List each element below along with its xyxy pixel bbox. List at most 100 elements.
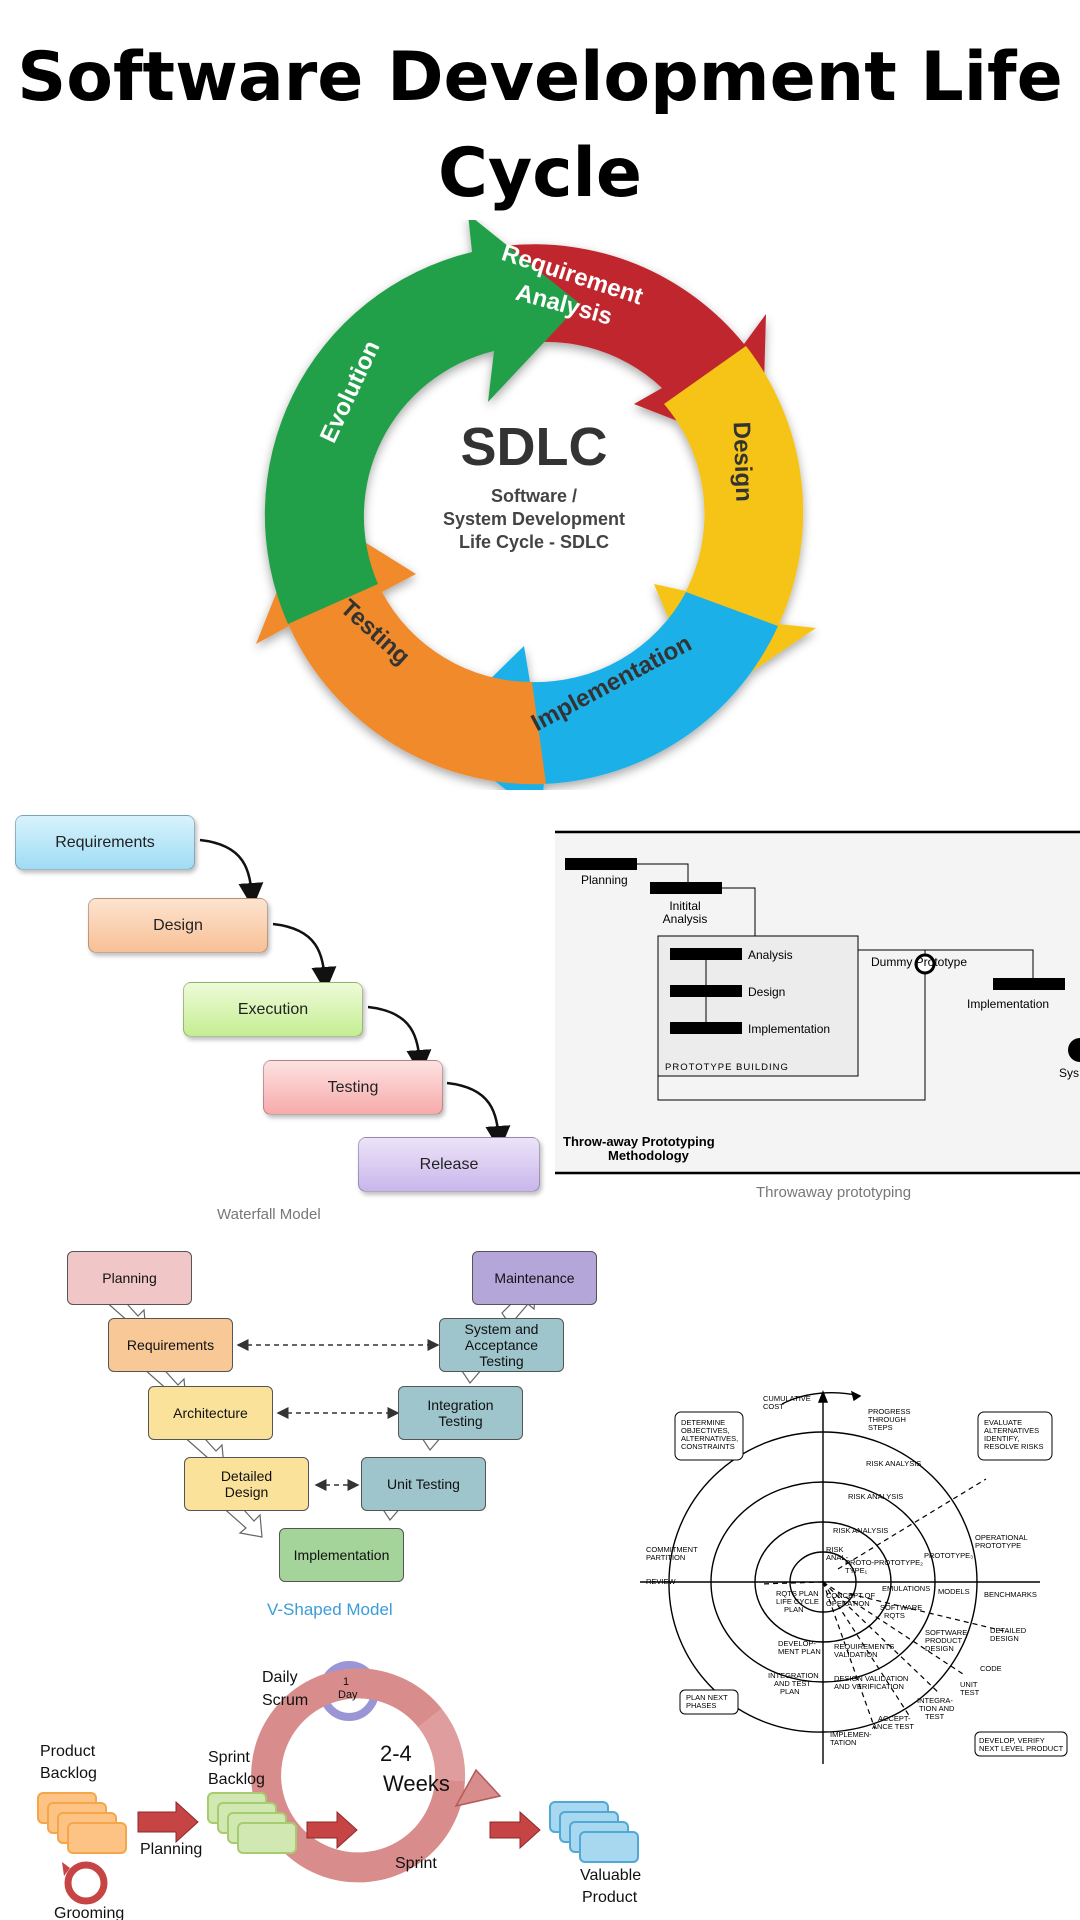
scrum-sprint: Sprint: [395, 1855, 437, 1872]
v-maintenance: Maintenance: [472, 1251, 597, 1305]
spiral-software-product-1: SOFTWARE: [925, 1628, 967, 1637]
scrum-valuable-2: Product: [582, 1889, 638, 1906]
waterfall-arrows: [199, 838, 511, 1151]
spiral-proto3: PROTOTYPE₃: [924, 1551, 973, 1560]
spiral-commitment-1: COMMITMENT: [646, 1545, 698, 1554]
spiral-commitment-2: PARTITION: [646, 1553, 685, 1562]
spiral-progress-2: THROUGH: [868, 1415, 906, 1424]
throwaway-initial-2: Analysis: [663, 912, 708, 926]
throwaway-analysis: Analysis: [748, 948, 793, 962]
spiral-unit-1: UNIT: [960, 1680, 978, 1689]
v-model-caption: V-Shaped Model: [267, 1600, 393, 1619]
spiral-dv-next-1: DEVELOP, VERIFY: [979, 1736, 1045, 1745]
throwaway-implementation: Implementation: [748, 1022, 830, 1036]
spiral-devplan-2: MENT PLAN: [778, 1647, 821, 1656]
spiral-devplan-1: DEVELOP-: [778, 1639, 816, 1648]
v-architecture: Architecture: [148, 1386, 273, 1440]
v-requirements: Requirements: [108, 1318, 233, 1372]
spiral-accept-1: ACCEPT-: [878, 1714, 911, 1723]
spiral-rqts-1: RQTS PLAN: [776, 1589, 819, 1598]
spiral-determine-4: CONSTRAINTS: [681, 1442, 735, 1451]
spiral-software-rqts-2: RQTS: [884, 1611, 905, 1620]
scrum-sprint-backlog-2: Backlog: [208, 1771, 265, 1788]
spiral-code: CODE: [980, 1664, 1002, 1673]
spiral-dv-1: DESIGN VALIDATION: [834, 1674, 908, 1683]
spiral-review: REVIEW: [646, 1577, 677, 1586]
throwaway-design: Design: [748, 985, 785, 999]
spiral-benchmarks: BENCHMARKS: [984, 1590, 1037, 1599]
page-title: Software Development Life Cycle: [17, 38, 1063, 213]
spiral-int-test-2: TION AND: [919, 1704, 955, 1713]
spiral-itp-3: PLAN: [780, 1687, 800, 1696]
throwaway-figure: Planning Initital Analysis Analysis Desi…: [555, 830, 1080, 1175]
spiral-risk-2: RISK ANALYSIS: [848, 1492, 903, 1501]
spiral-operational-1: OPERATIONAL: [975, 1533, 1028, 1542]
spiral-emulations: EMULATIONS: [882, 1584, 930, 1593]
spiral-operational-2: PROTOTYPE: [975, 1541, 1021, 1550]
spiral-progress-3: STEPS: [868, 1423, 893, 1432]
spiral-cumulative-2: COST: [763, 1402, 784, 1411]
scrum-daily-2: Scrum: [262, 1692, 309, 1709]
spiral-rqts-2: LIFE CYCLE: [776, 1597, 819, 1606]
scrum-sprint-backlog-1: Sprint: [208, 1749, 250, 1766]
spiral-evaluate-2: ALTERNATIVES: [984, 1426, 1039, 1435]
spiral-impl-1: IMPLEMEN-: [830, 1730, 872, 1739]
spiral-itp-1: INTEGRATION: [768, 1671, 819, 1680]
sdlc-segment-evolution: [264, 220, 580, 624]
spiral-detailed-1: DETAILED: [990, 1626, 1027, 1635]
scrum-one-day-2: Day: [338, 1689, 358, 1701]
v-planning: Planning: [67, 1251, 192, 1305]
sdlc-center-sub-2: System Development: [443, 509, 625, 529]
spiral-reqval-1: REQUIREMENTS: [834, 1642, 894, 1651]
spiral-int-test-3: TEST: [925, 1712, 945, 1721]
sdlc-center-title: SDLC: [461, 417, 608, 477]
spiral-model-diagram: CUMULATIVE COST PROGRESS THROUGH STEPS D…: [620, 1372, 1080, 1772]
spiral-models: MODELS: [938, 1587, 970, 1596]
scrum-product-backlog-1: Product: [40, 1743, 96, 1760]
v-unit-testing: Unit Testing: [361, 1457, 486, 1511]
v-implementation: Implementation: [279, 1528, 404, 1582]
spiral-proto1-1: PROTO-: [845, 1558, 875, 1567]
spiral-proto1-2: TYPE₁: [845, 1566, 868, 1575]
throwaway-prototype-building: PROTOTYPE BUILDING: [665, 1062, 789, 1073]
throwaway-impl-right: Implementation: [967, 997, 1049, 1011]
waterfall-step-requirements: Requirements: [15, 815, 195, 870]
spiral-int-test-1: INTEGRA-: [917, 1696, 953, 1705]
sdlc-cycle-diagram: SDLC Software / System Development Life …: [256, 220, 816, 790]
spiral-plan-next-1: PLAN NEXT: [686, 1693, 728, 1702]
spiral-itp-2: AND TEST: [774, 1679, 811, 1688]
spiral-concept-2: OPERATION: [826, 1599, 870, 1608]
throwaway-caption: Throwaway prototyping: [756, 1184, 912, 1201]
spiral-plan-next-2: PHASES: [686, 1701, 716, 1710]
throwaway-methodology-1: Throw-away Prototyping: [563, 1134, 715, 1149]
spiral-risk-anal-1: RISK: [826, 1545, 844, 1554]
scrum-weeks-1: 2-4: [380, 1741, 412, 1766]
sdlc-center-sub-3: Life Cycle - SDLC: [459, 532, 609, 552]
spiral-risk-3: RISK ANALYSIS: [833, 1526, 888, 1535]
spiral-reqval-2: VALIDATION: [834, 1650, 877, 1659]
spiral-cumulative-1: CUMULATIVE: [763, 1394, 811, 1403]
waterfall-step-design: Design: [88, 898, 268, 953]
spiral-software-product-2: PRODUCT: [925, 1636, 963, 1645]
throwaway-dummy: Dummy Prototype: [871, 955, 967, 969]
spiral-detailed-2: DESIGN: [990, 1634, 1019, 1643]
spiral-dv-2: AND VERIFICATION: [834, 1682, 904, 1691]
scrum-figure: [37, 1661, 639, 1905]
scrum-planning: Planning: [140, 1841, 203, 1858]
scrum-daily-1: Daily: [262, 1669, 298, 1686]
throwaway-sys: Sys: [1059, 1066, 1079, 1080]
spiral-evaluate-1: EVALUATE: [984, 1418, 1022, 1427]
throwaway-methodology-2: Methodology: [608, 1148, 690, 1163]
scrum-weeks-2: Weeks: [383, 1771, 450, 1796]
spiral-rqts-3: PLAN: [784, 1605, 804, 1614]
spiral-risk-anal-2: ANAL-: [826, 1553, 849, 1562]
spiral-unit-2: TEST: [960, 1688, 980, 1697]
spiral-determine-1: DETERMINE: [681, 1418, 725, 1427]
spiral-software-rqts-1: SOFTWARE: [880, 1603, 922, 1612]
throwaway-initial-1: Initital: [669, 899, 700, 913]
sdlc-center-sub-1: Software /: [491, 486, 577, 506]
waterfall-step-execution: Execution: [183, 982, 363, 1037]
spiral-progress-1: PROGRESS: [868, 1407, 911, 1416]
